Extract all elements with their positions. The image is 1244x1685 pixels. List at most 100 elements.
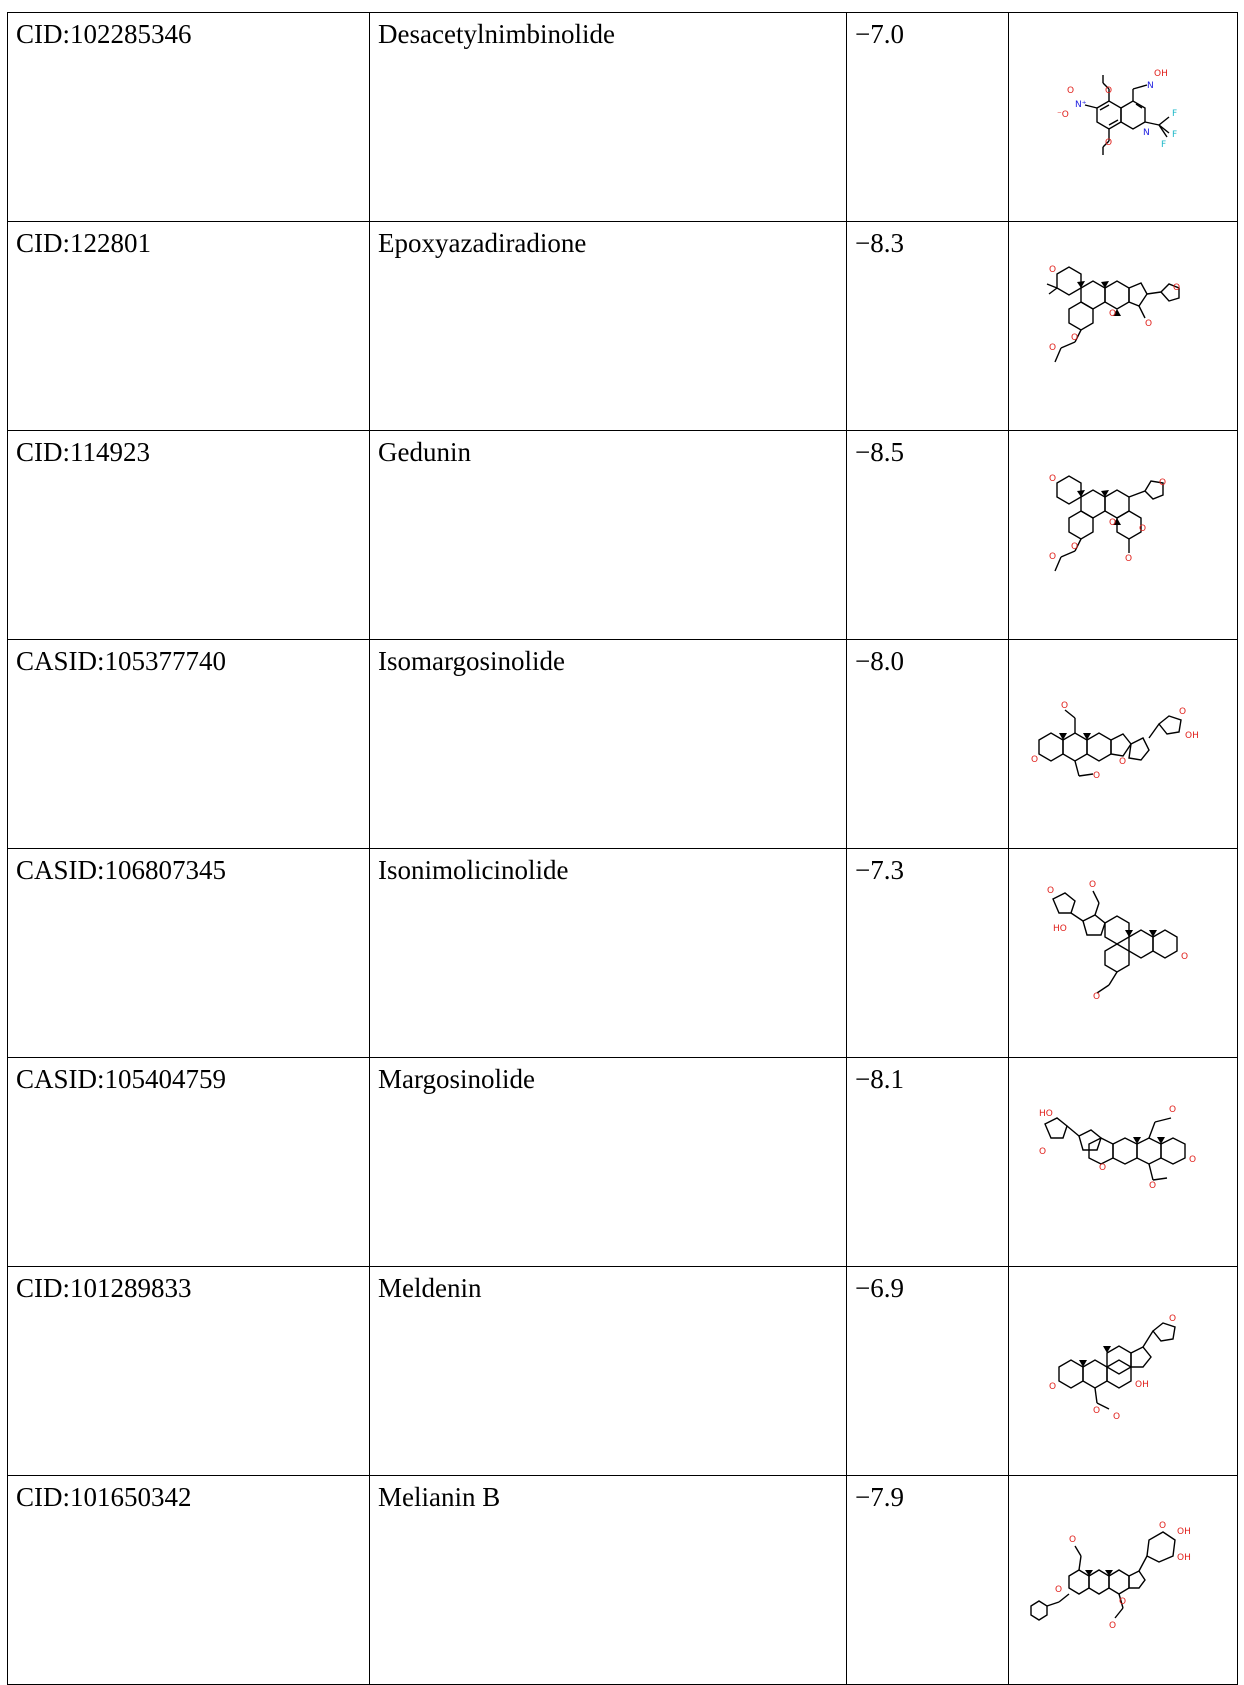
oxygen-atom-label: O	[1149, 1181, 1156, 1191]
margosinolide-structure: HO O O O O O	[1039, 1105, 1196, 1191]
compound-id-cell: CID:114923	[7, 430, 370, 640]
isonimolicinolide-structure: O O HO O O	[1047, 880, 1188, 1002]
hydroxyl-label: HO	[1039, 1109, 1053, 1119]
oxygen-atom-label: O	[1049, 474, 1056, 484]
oxygen-atom-label: O	[1049, 552, 1056, 562]
nitrogen-atom-label: N	[1143, 128, 1150, 138]
compound-name-cell: Epoxyazadiradione	[369, 221, 847, 431]
hydroxyl-label: OH	[1177, 1553, 1191, 1563]
oxygen-atom-label: O	[1189, 1155, 1196, 1165]
meldenin-structure: O O OH O O	[1049, 1314, 1176, 1422]
structure-cell: O O OH O O	[1008, 1266, 1238, 1476]
compound-name-cell: Isonimolicinolide	[369, 848, 847, 1058]
oxygen-atom-label: O	[1099, 1163, 1106, 1173]
oxygen-atom-label: O	[1093, 771, 1100, 781]
table-row: CID:114923 Gedunin −8.5	[7, 430, 1238, 640]
gedunin-structure: O O O O O O O	[1049, 474, 1166, 572]
epoxyazadiradione-structure: O O O O O O	[1046, 265, 1180, 363]
compound-id-cell: CID:101650342	[7, 1475, 370, 1685]
table-row: CID:122801 Epoxyazadiradione −8.3	[7, 221, 1238, 431]
compound-id-cell: CASID:105404759	[7, 1057, 370, 1267]
desacetylnimbinolide-structure: O O N⁺ O ⁻O N OH N F F F	[1057, 69, 1177, 155]
fluorine-atom-label: F	[1172, 109, 1177, 119]
oxygen-atom-label: O	[1061, 701, 1068, 711]
compound-name-cell: Meldenin	[369, 1266, 847, 1476]
table-row: CID:101289833 Meldenin −6.9	[7, 1266, 1238, 1476]
docking-score-cell: −7.0	[846, 12, 1009, 222]
docking-score-cell: −6.9	[846, 1266, 1009, 1476]
oxygen-atom-label: O	[1047, 886, 1054, 896]
structure-cell: O O N⁺ O ⁻O N OH N F F F	[1008, 12, 1238, 222]
structure-cell: O O HO O O	[1008, 848, 1238, 1058]
nitrogen-atom-label: N	[1147, 81, 1154, 91]
oxygen-atom-label: O	[1105, 86, 1112, 96]
oxygen-atom-label: O	[1119, 1597, 1126, 1607]
compound-table-container: CID:102285346 Desacetylnimbinolide −7.0	[7, 12, 1238, 1685]
oxygen-atom-label: O	[1093, 1406, 1100, 1416]
oxygen-atom-label: O	[1055, 1585, 1062, 1595]
melianin-b-structure: O O OH OH O O O	[1030, 1521, 1191, 1631]
oxygen-atom-label: ⁻O	[1057, 110, 1069, 120]
structure-cell: O O OH OH O O O	[1008, 1475, 1238, 1685]
compound-id-cell: CASID:106807345	[7, 848, 370, 1058]
docking-score-cell: −7.3	[846, 848, 1009, 1058]
hydroxyl-label: OH	[1177, 1527, 1191, 1537]
table-row: CASID:106807345 Isonimolicinolide −7.3	[7, 848, 1238, 1058]
structure-cell: O O O O O O O	[1008, 430, 1238, 640]
oxygen-atom-label: O	[1071, 542, 1078, 552]
oxygen-atom-label: O	[1145, 319, 1152, 329]
compound-id-cell: CASID:105377740	[7, 639, 370, 849]
docking-score-cell: −7.9	[846, 1475, 1009, 1685]
hydroxyl-label: OH	[1185, 731, 1199, 741]
oxygen-atom-label: O	[1031, 755, 1038, 765]
docking-score-cell: −8.5	[846, 430, 1009, 640]
quinoline-rings	[1096, 100, 1146, 130]
oxygen-atom-label: O	[1049, 265, 1056, 275]
oxygen-atom-label: O	[1169, 1105, 1176, 1115]
oxygen-atom-label: O	[1109, 518, 1116, 528]
table-row: CID:101650342 Melianin B −7.9	[7, 1475, 1238, 1685]
fluorine-atom-label: F	[1172, 130, 1177, 140]
oxygen-atom-label: O	[1089, 880, 1096, 890]
docking-score-cell: −8.3	[846, 221, 1009, 431]
oxygen-atom-label: O	[1105, 138, 1112, 148]
compound-name-cell: Margosinolide	[369, 1057, 847, 1267]
compound-id-cell: CID:122801	[7, 221, 370, 431]
structure-cell: O O O OH O O	[1008, 639, 1238, 849]
structure-cell: HO O O O O O	[1008, 1057, 1238, 1267]
structure-cell: O O O O O O	[1008, 221, 1238, 431]
docking-score-cell: −8.0	[846, 639, 1009, 849]
oxygen-atom-label: O	[1069, 1535, 1076, 1545]
compound-name-cell: Gedunin	[369, 430, 847, 640]
hydroxyl-label: OH	[1135, 1380, 1149, 1390]
oxygen-atom-label: O	[1109, 309, 1116, 319]
compound-id-cell: CID:102285346	[7, 12, 370, 222]
compound-id-cell: CID:101289833	[7, 1266, 370, 1476]
oxygen-atom-label: O	[1169, 1314, 1176, 1324]
compound-table: CID:102285346 Desacetylnimbinolide −7.0	[7, 12, 1238, 1685]
oxygen-atom-label: O	[1173, 283, 1180, 293]
oxygen-atom-label: O	[1159, 478, 1166, 488]
nitrogen-atom-label: N⁺	[1075, 100, 1087, 110]
oxygen-atom-label: O	[1125, 554, 1132, 564]
oxygen-atom-label: O	[1049, 343, 1056, 353]
oxygen-atom-label: O	[1179, 707, 1186, 717]
oxygen-atom-label: O	[1049, 1382, 1056, 1392]
compound-name-cell: Desacetylnimbinolide	[369, 12, 847, 222]
compound-name-cell: Isomargosinolide	[369, 639, 847, 849]
oxygen-atom-label: O	[1039, 1147, 1046, 1157]
oxygen-atom-label: O	[1071, 333, 1078, 343]
isomargosinolide-structure: O O O OH O O	[1031, 701, 1199, 781]
docking-score-cell: −8.1	[846, 1057, 1009, 1267]
oxygen-atom-label: O	[1093, 992, 1100, 1002]
table-row: CASID:105404759 Margosinolide −8.1	[7, 1057, 1238, 1267]
fluorine-atom-label: F	[1161, 140, 1166, 150]
oxygen-atom-label: O	[1119, 757, 1126, 767]
oxygen-atom-label: O	[1113, 1412, 1120, 1422]
oxygen-atom-label: O	[1139, 524, 1146, 534]
table-row: CASID:105377740 Isomargosinolide −8.0	[7, 639, 1238, 849]
table-row: CID:102285346 Desacetylnimbinolide −7.0	[7, 12, 1238, 222]
oxygen-atom-label: O	[1109, 1621, 1116, 1631]
oxygen-atom-label: O	[1159, 1521, 1166, 1531]
oxygen-atom-label: O	[1181, 952, 1188, 962]
